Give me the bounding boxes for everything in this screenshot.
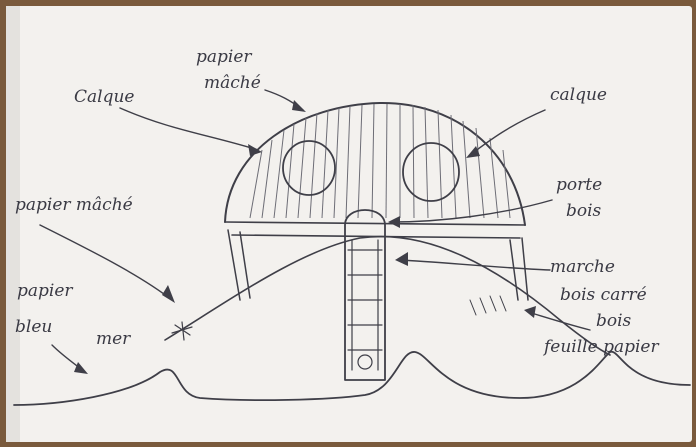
label-calque-left: Calque	[74, 87, 134, 107]
label-mer: mer	[96, 329, 131, 349]
label-papier-mache-left: papier mâché	[15, 195, 133, 215]
label-calque-right: calque	[550, 85, 607, 105]
label-papier-bleu-2: bleu	[15, 317, 52, 337]
label-porte-bois-2: bois	[566, 201, 602, 221]
label-marche-bois-2: bois carré	[560, 285, 647, 305]
label-bois-feuille-2: feuille papier	[542, 337, 659, 357]
label-porte-bois-1: porte	[556, 175, 602, 195]
label-papier-mache-top-2: mâché	[204, 73, 261, 93]
label-papier-mache-top-1: papier	[196, 47, 252, 67]
label-marche-bois-1: marche	[550, 257, 615, 277]
paper-shadow	[6, 6, 20, 442]
label-bois-feuille-1: bois	[596, 311, 632, 331]
label-papier-bleu-1: papier	[17, 281, 73, 301]
